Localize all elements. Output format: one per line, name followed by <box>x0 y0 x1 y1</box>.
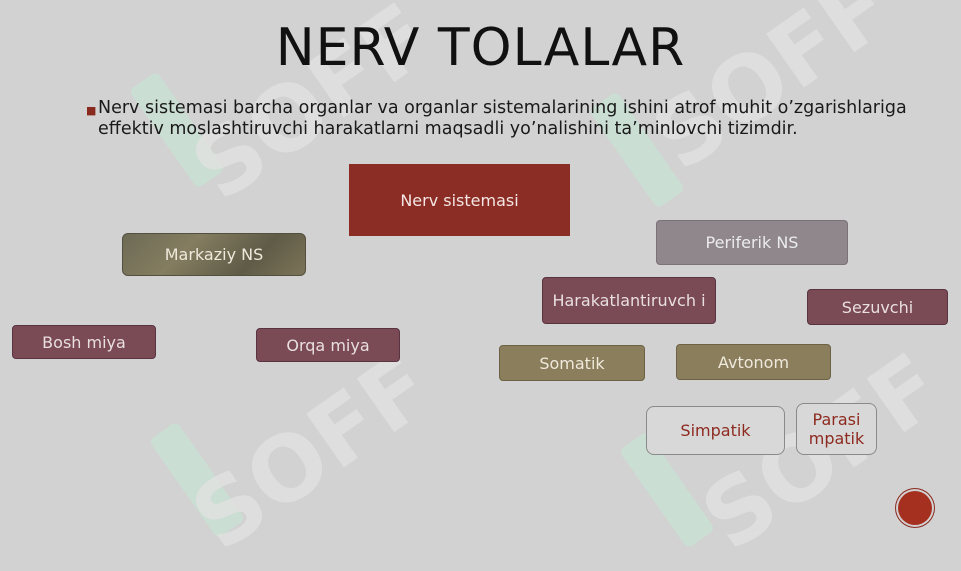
nav-circle-button[interactable] <box>898 491 932 525</box>
node-orqa-miya: Orqa miya <box>256 328 400 362</box>
node-simpatik: Simpatik <box>646 406 785 455</box>
square-bullet-icon: ■ <box>86 104 97 117</box>
node-nerv-sistemasi: Nerv sistemasi <box>349 164 570 236</box>
intro-paragraph: ■ Nerv sistemasi barcha organlar va orga… <box>86 98 926 140</box>
node-harakatlantiruvchi: Harakatlantiruvch i <box>542 277 716 324</box>
node-somatik: Somatik <box>499 345 645 381</box>
node-periferik-ns: Periferik NS <box>656 220 848 265</box>
slide-title: NERV TOLALAR <box>275 18 686 78</box>
node-parasimpatik: Parasi mpatik <box>796 403 877 455</box>
node-avtonom: Avtonom <box>676 344 831 380</box>
intro-text: Nerv sistemasi barcha organlar va organl… <box>98 98 907 139</box>
watermark-mark <box>148 421 246 539</box>
node-markaziy-ns: Markaziy NS <box>122 233 306 276</box>
node-bosh-miya: Bosh miya <box>12 325 156 359</box>
node-sezuvchi: Sezuvchi <box>807 289 948 325</box>
